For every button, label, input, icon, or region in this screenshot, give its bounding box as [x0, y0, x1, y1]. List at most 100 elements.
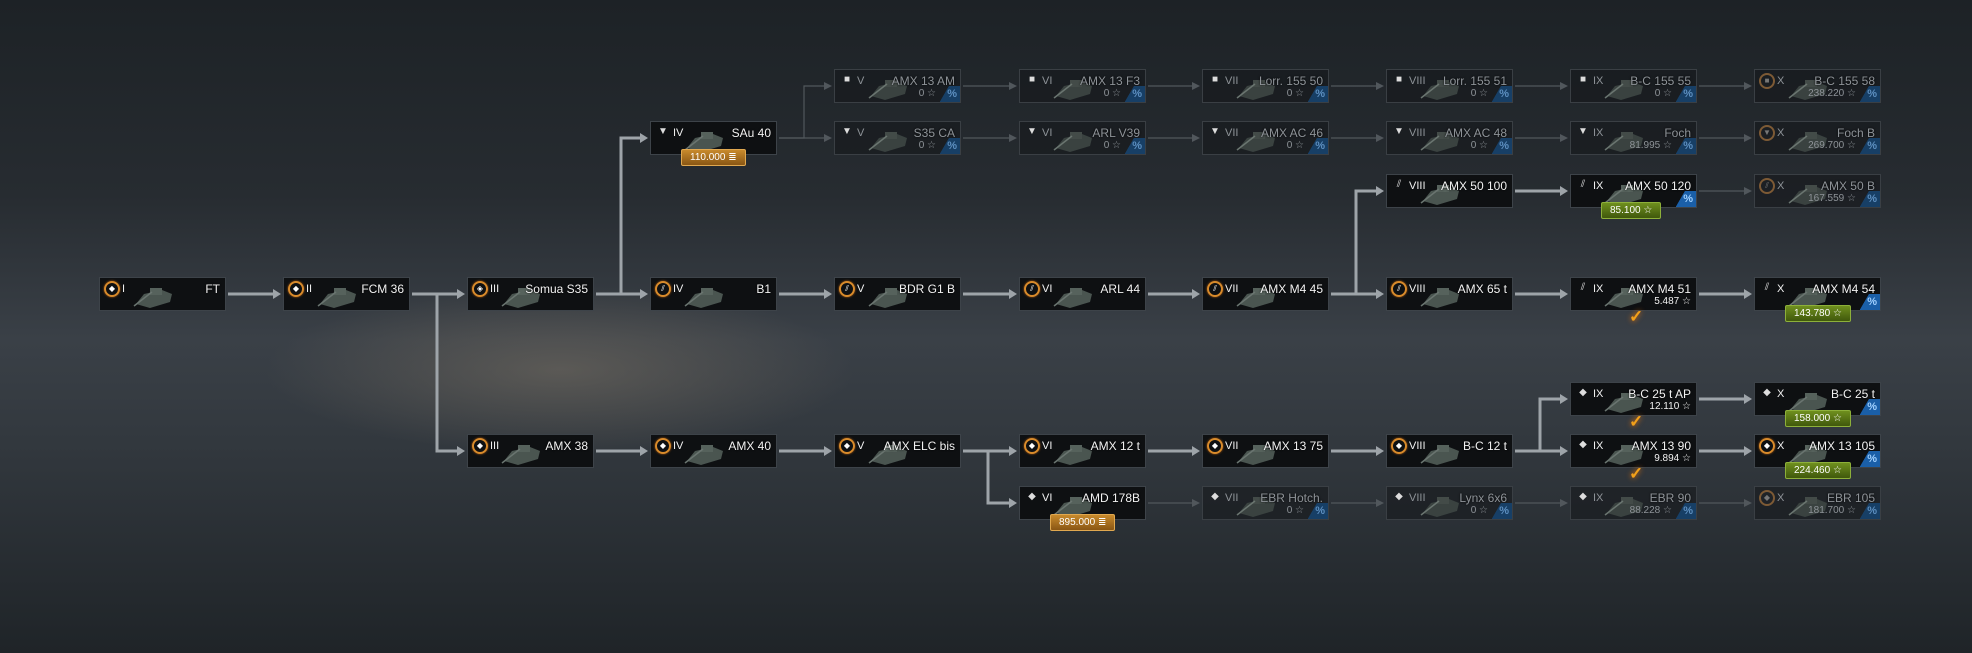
arrow-head-icon	[640, 446, 648, 456]
tank-name: EBR 90	[1649, 491, 1691, 505]
tank-name: AMD 178B	[1081, 491, 1140, 505]
td-class-icon: ▼	[1394, 126, 1404, 137]
tier-label: X	[1777, 180, 1785, 192]
td-class-icon: ▼	[1759, 125, 1775, 141]
tank-node-elc[interactable]: ◆ V AMX ELC bis	[834, 434, 961, 468]
tier-label: VII	[1225, 492, 1239, 504]
credits-icon: ≣	[728, 152, 737, 163]
checkmark-icon: ✓	[1629, 307, 1644, 326]
tier-label: IX	[1593, 127, 1604, 139]
tank-node-arl44[interactable]: ⫽ VI ARL 44	[1019, 277, 1146, 311]
tank-node-bc12t[interactable]: ◆ VIII B-C 12 t	[1386, 434, 1513, 468]
tank-node-bc25t[interactable]: ◆ X B-C 25 t%158.000 ☆	[1754, 382, 1881, 427]
tank-name: BDR G1 B	[898, 282, 955, 296]
star-icon: ☆	[1832, 308, 1842, 319]
tank-image-icon	[501, 445, 540, 465]
tank-node-amx38[interactable]: ◆ III AMX 38	[467, 434, 594, 468]
tank-node-m454[interactable]: ⫽ X AMX M4 54%143.780 ☆	[1754, 277, 1881, 322]
research-xp: 181.700 ☆	[1808, 505, 1856, 516]
tank-image-icon	[1788, 288, 1827, 308]
buy-price-button[interactable]: 110.000 ≣	[681, 149, 746, 166]
tank-name: B-C 155 58	[1814, 74, 1875, 88]
arrow-head-icon	[1560, 186, 1568, 196]
connection-line	[412, 292, 459, 453]
tank-name: FCM 36	[361, 282, 404, 296]
arrow-head-icon	[1744, 394, 1752, 404]
arrow-head-icon	[1560, 134, 1568, 142]
tank-name: B-C 25 t	[1830, 387, 1875, 401]
research-button[interactable]: 158.000 ☆	[1785, 410, 1851, 427]
tank-name: AMX 12 t	[1090, 439, 1140, 453]
tank-node-amx40[interactable]: ◆ IV AMX 40	[650, 434, 777, 468]
tank-image-icon	[1788, 132, 1827, 152]
tank-name: Lorr. 155 51	[1442, 74, 1507, 88]
research-button[interactable]: 224.460 ☆	[1785, 462, 1851, 479]
tank-node-amx65t[interactable]: ⫽ VIII AMX 65 t	[1386, 277, 1513, 311]
tier-label: IX	[1593, 440, 1604, 452]
tank-node-somua[interactable]: ◈ III Somua S35	[467, 277, 594, 311]
light-class-icon: ◆	[1211, 491, 1219, 502]
tank-name: B-C 155 55	[1630, 74, 1691, 88]
tank-node-amx50120[interactable]: ⫽ IX AMX 50 120%85.100 ☆	[1570, 174, 1697, 219]
light-class-icon: ◆	[1579, 491, 1587, 502]
tank-node-ebrhotch[interactable]: ◆ VII EBR Hotch.0 ☆%	[1202, 486, 1329, 520]
discount-badge: %	[1125, 86, 1145, 102]
arrow-head-icon	[273, 289, 281, 299]
tank-node-b1[interactable]: ⫽ IV B1	[650, 277, 777, 311]
tank-image-icon	[1604, 445, 1643, 465]
arrow-head-icon	[1192, 499, 1200, 507]
tank-node-amx13105[interactable]: ◆ X AMX 13 105%224.460 ☆	[1754, 434, 1881, 479]
research-xp: 0 ☆	[1286, 140, 1304, 151]
td-class-icon: ▼	[1210, 126, 1220, 137]
research-xp: 88.228 ☆	[1629, 505, 1672, 516]
light-class-icon: ◆	[104, 281, 120, 297]
star-icon: ☆	[1847, 140, 1856, 151]
tank-node-ft[interactable]: ◆ I FT	[99, 277, 226, 311]
tank-image-icon	[1420, 288, 1459, 308]
spg-class-icon: ■	[1211, 74, 1219, 85]
tank-image-icon	[317, 288, 356, 308]
tank-image-icon	[1604, 288, 1643, 308]
tank-name: AMX 13 90	[1631, 439, 1691, 453]
research-button[interactable]: 85.100 ☆	[1601, 202, 1662, 219]
research-button[interactable]: 143.780 ☆	[1785, 305, 1851, 322]
light-class-icon: ◆	[472, 438, 488, 454]
tank-image-icon	[1604, 132, 1643, 152]
tank-node-amx12t[interactable]: ◆ VI AMX 12 t	[1019, 434, 1146, 468]
buy-price-button[interactable]: 895.000 ≣	[1050, 514, 1116, 531]
star-icon: ☆	[1295, 505, 1304, 516]
tank-image-icon	[1053, 132, 1092, 152]
tank-node-amx50100[interactable]: ⫽ VIII AMX 50 100	[1386, 174, 1513, 208]
tank-node-fcm36[interactable]: ◆ II FCM 36	[283, 277, 410, 311]
tank-node-m445[interactable]: ⫽ VII AMX M4 45	[1202, 277, 1329, 311]
tank-node-amx1375[interactable]: ◆ VII AMX 13 75	[1202, 434, 1329, 468]
tank-node-bdr[interactable]: ⫽ V BDR G1 B	[834, 277, 961, 311]
star-icon: ☆	[1663, 140, 1672, 151]
tank-name: AMX M4 45	[1260, 282, 1323, 296]
star-icon: ☆	[1832, 465, 1842, 476]
arrow-head-icon	[1376, 82, 1384, 90]
tank-name: B-C 25 t AP	[1628, 387, 1691, 401]
light-class-icon: ◆	[839, 438, 855, 454]
